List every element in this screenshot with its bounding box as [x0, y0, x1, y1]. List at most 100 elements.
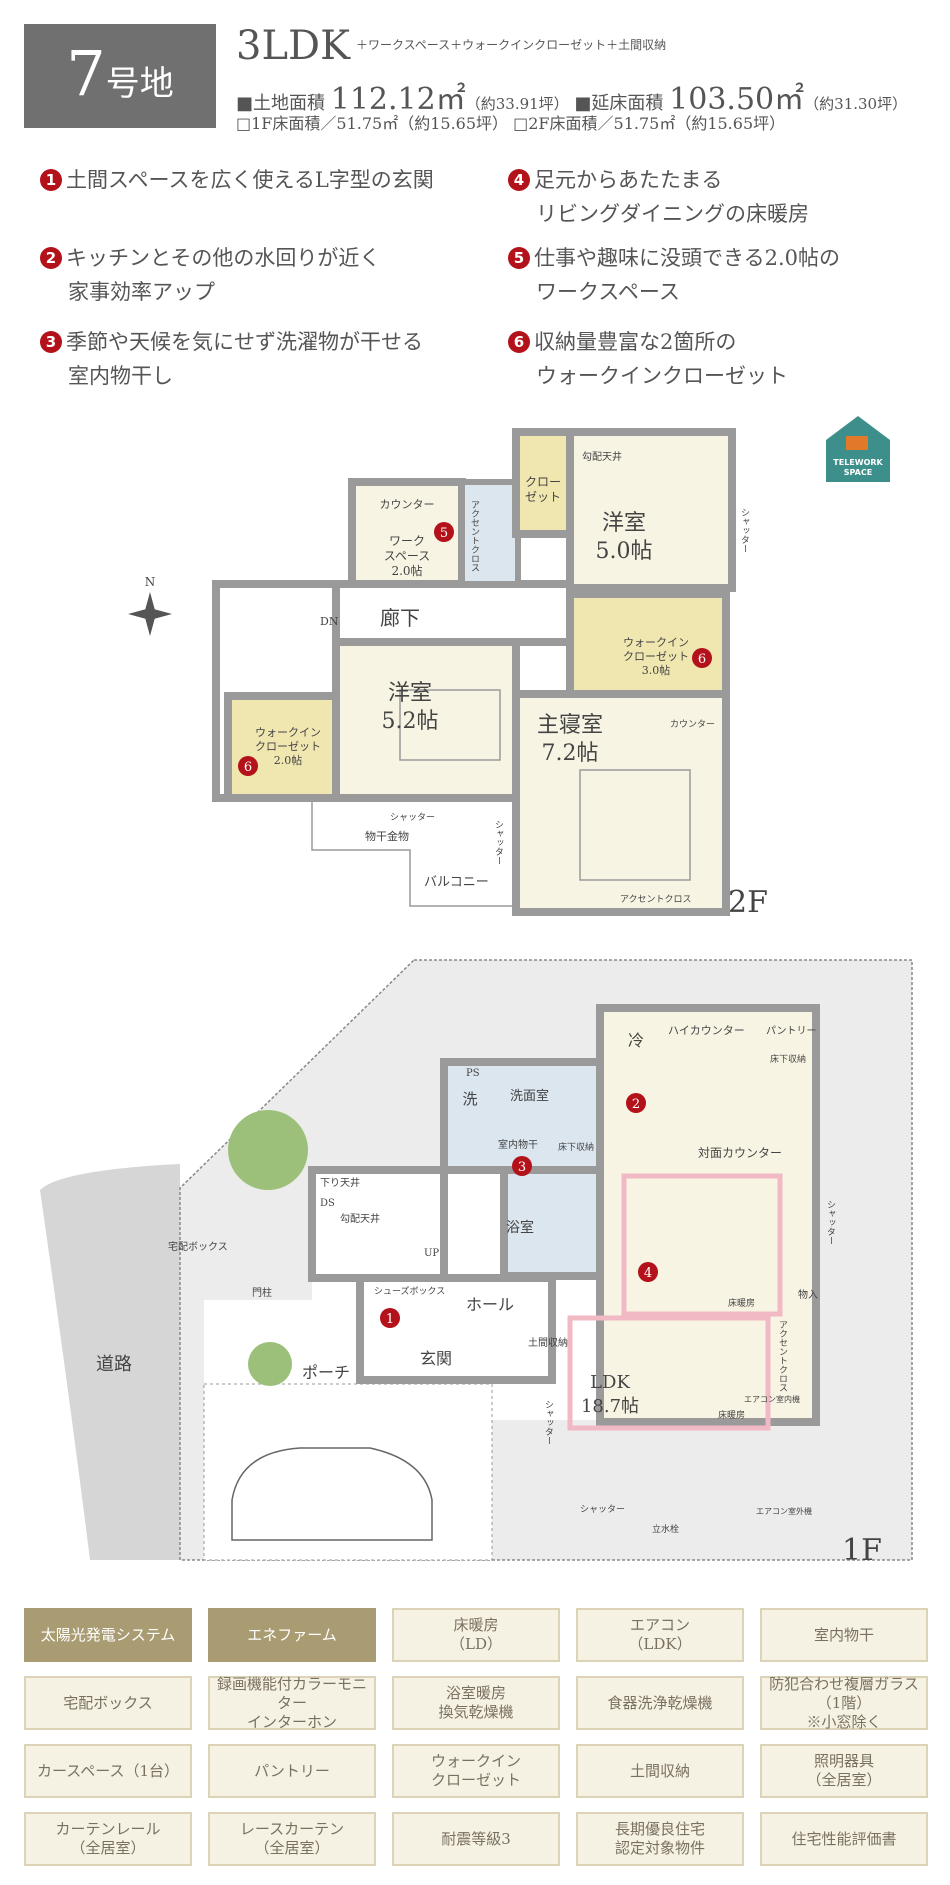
plan-label: シャッター: [493, 820, 504, 865]
plan-label: パントリー: [766, 1025, 817, 1037]
plan-label: 冷: [628, 1031, 644, 1050]
equipment-tile: エアコン （LDK）: [576, 1608, 744, 1662]
land-area-tsubo: （約33.91坪）: [465, 95, 569, 113]
plan-label: アクセントクロス: [777, 1320, 788, 1392]
equipment-tile: パントリー: [208, 1744, 376, 1798]
plan-label: ワーク: [389, 534, 425, 548]
marker-6: 6: [508, 331, 530, 353]
feature-text: 土間スペースを広く使えるL字型の玄関: [66, 168, 434, 192]
plan-label: 6: [698, 652, 706, 667]
plan-label: DN: [320, 615, 339, 628]
plan-label: 浴室: [506, 1219, 534, 1236]
plan-label: 室内物干: [498, 1138, 538, 1151]
plan-label: 18.7帖: [581, 1396, 639, 1417]
plan-label: 2.0帖: [274, 754, 303, 767]
marker-4: 4: [508, 169, 530, 191]
equipment-tile: 太陽光発電システム: [24, 1608, 192, 1662]
floor-area-value: 103.50㎡: [669, 82, 805, 117]
plan-label: シャッター: [543, 1400, 554, 1445]
plan-label: 立水栓: [652, 1523, 679, 1535]
badge-line2: SPACE: [844, 468, 872, 477]
plan-2f: [212, 428, 736, 916]
plan-type-extras: ＋ワークスペース＋ウォークインクローゼット＋土間収納: [355, 38, 667, 52]
land-area-value: 112.12㎡: [330, 82, 466, 117]
marker-5: 5: [508, 247, 530, 269]
lot-number-box: 7 号地: [24, 24, 216, 128]
plan-label: エアコン室外機: [756, 1506, 812, 1516]
plan-1f: [40, 959, 913, 1561]
marker-3: 3: [40, 331, 62, 353]
plan-label: 主寝室: [537, 713, 603, 738]
plan-label: 道路: [96, 1354, 132, 1375]
plan-label: 下り天井: [320, 1176, 360, 1189]
plan-label: 土間収納: [528, 1336, 568, 1349]
plan-label: シャッター: [580, 1504, 625, 1515]
markers-2f: 5 6 6: [238, 522, 712, 776]
plan-label: 床下収納: [770, 1053, 806, 1065]
equipment-tile: 床暖房 （LD）: [392, 1608, 560, 1662]
area-line: ■土地面積 112.12㎡（約33.91坪） ■延床面積 103.50㎡（約31…: [236, 74, 907, 118]
compass-icon: N: [128, 575, 172, 636]
plan-label: 4: [644, 1266, 652, 1281]
plan-label: 廊下: [380, 606, 420, 630]
plan-label: クローゼット: [623, 650, 689, 663]
equipment-tile: 録画機能付カラーモニター インターホン: [208, 1675, 376, 1731]
plan-label: シャッター: [390, 812, 435, 823]
plan-label: 5: [440, 526, 448, 541]
plan-label: 5.0帖: [596, 539, 653, 564]
floor-area-label: ■延床面積: [574, 93, 664, 114]
lot-number: 7: [66, 37, 106, 110]
plan-label: 勾配天井: [340, 1212, 380, 1225]
equipment-tile: 住宅性能評価書: [760, 1812, 928, 1866]
feature-text-2: 室内物干し: [68, 364, 173, 388]
plan-label: 洋室: [602, 511, 646, 536]
plan-label: エアコン室内機: [744, 1394, 800, 1404]
plan-label: 物入: [798, 1288, 818, 1301]
feature-text-2: ワークスペース: [536, 280, 680, 304]
plan-label: 洋室: [388, 681, 432, 706]
plan-label: ウォークイン: [255, 726, 321, 739]
f2-area: □2F床面積／51.75㎡（約15.65坪）: [513, 114, 786, 133]
plan-label: ゼット: [525, 490, 561, 504]
telework-badge: TELEWORK SPACE: [826, 416, 890, 482]
plan-label: UP: [424, 1248, 439, 1259]
plan-label: ハイカウンター: [668, 1024, 745, 1037]
plan-label: LDK: [590, 1372, 630, 1393]
feature-text-2: リビングダイニングの床暖房: [536, 202, 809, 226]
plan-label: 床暖房: [718, 1409, 745, 1421]
plan-label: ポーチ: [302, 1363, 350, 1382]
feature-text: キッチンとその他の水回りが近く: [66, 246, 381, 270]
equipment-tile: カースペース（1台）: [24, 1744, 192, 1798]
plan-label: 対面カウンター: [698, 1146, 782, 1160]
plan-label: 6: [244, 760, 252, 775]
plan-label: 3.0帖: [642, 664, 671, 677]
plan-label: シャッター: [825, 1200, 836, 1245]
plan-label: 7.2帖: [542, 741, 599, 766]
car-icon: [231, 1447, 433, 1541]
plan-label: 5.2帖: [382, 709, 439, 734]
plan-label: 宅配ボックス: [168, 1240, 228, 1253]
marker-1: 1: [40, 169, 62, 191]
f1-area: □1F床面積／51.75㎡（約15.65坪）: [236, 114, 509, 133]
plan-label: 勾配天井: [582, 450, 622, 463]
marker-2: 2: [40, 247, 62, 269]
plan-label: シューズボックス: [374, 1285, 445, 1297]
plan-label: 門柱: [252, 1286, 272, 1299]
land-area-label: ■土地面積: [236, 93, 326, 114]
plan-label: バルコニー: [424, 875, 489, 890]
floor-area-tsubo: （約31.30坪）: [804, 95, 908, 113]
label-counter: カウンター: [380, 498, 435, 511]
plan-label: アクセントクロス: [620, 894, 692, 905]
feature-text-2: ウォークインクローゼット: [536, 364, 788, 388]
equipment-tile: エネファーム: [208, 1608, 376, 1662]
floor-area-breakdown: □1F床面積／51.75㎡（約15.65坪） □2F床面積／51.75㎡（約15…: [236, 110, 785, 134]
plan-label: 2.0帖: [391, 563, 422, 578]
equipment-grid: 太陽光発電システムエネファーム床暖房 （LD）エアコン （LDK）室内物干宅配ボ…: [24, 1608, 928, 1866]
plan-label: カウンター: [670, 719, 715, 730]
